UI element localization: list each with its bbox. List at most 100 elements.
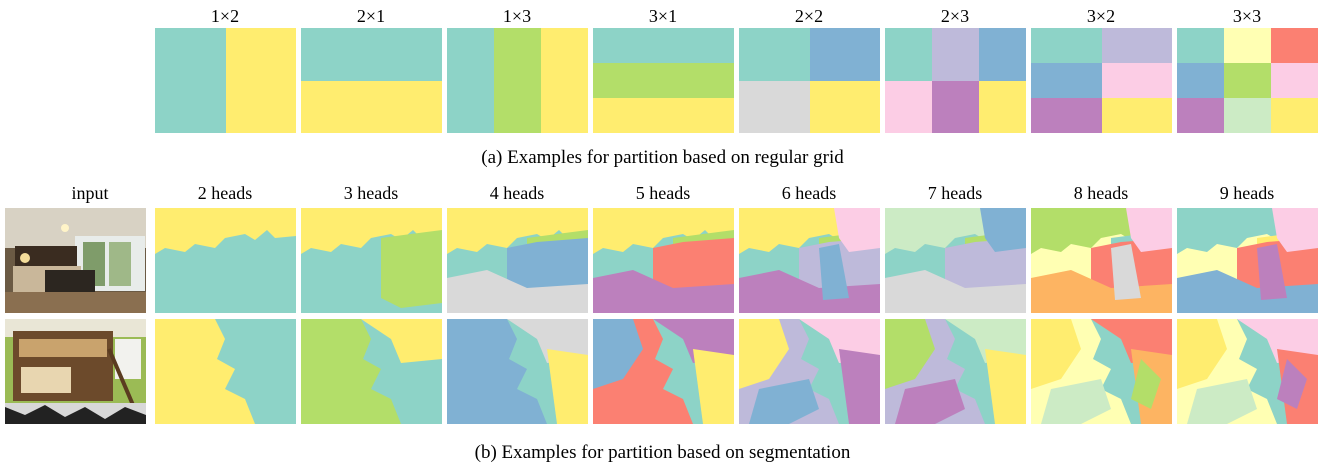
segment-region [799,319,880,363]
row2-segmentation-panel [593,319,734,424]
segment-region [885,319,935,389]
grid-cell [885,28,932,81]
segment-region [945,319,1026,363]
segment-region [1177,270,1318,313]
heads-label: 9 heads [1219,183,1275,203]
segment-region [1237,319,1318,363]
heads-label: 8 heads [1073,183,1129,203]
grid-cell [1101,63,1172,98]
segment-region [507,319,588,363]
heads-label: 3 heads [343,183,399,203]
heads-label: 7 heads [927,183,983,203]
row1-segmentation-panel [885,208,1026,313]
segment-region [980,208,1026,252]
grid-cell [885,80,932,133]
grid-panel [447,28,588,133]
segment-region [361,319,442,363]
grid-cell [593,98,734,133]
segment-region [739,270,880,313]
grid-cell [979,80,1026,133]
grid-label: 1×2 [210,6,240,26]
grid-cell [809,80,880,133]
segment-region [834,208,880,252]
segment-region [447,270,588,313]
segment-region [749,379,819,424]
segment-region [447,208,588,254]
grid-label: 2×2 [794,6,824,26]
segment-region [381,230,442,308]
segment-region [895,379,965,424]
grid-cell [1224,28,1271,63]
grid-cell [932,80,979,133]
segment-region [1091,319,1172,363]
bedroom-photo [5,208,146,313]
segment-region [839,349,880,424]
grid-label: 3×3 [1232,6,1262,26]
grid-label: 3×1 [648,6,678,26]
grid-cell [225,28,296,133]
grid-panel [739,28,880,133]
caption-grid: (a) Examples for partition based on regu… [481,147,844,168]
grid-label: 1×3 [502,6,532,26]
row1-segmentation-panel [155,208,296,313]
segment-region [155,208,296,254]
row1-segmentation-panel [301,208,442,313]
grid-label: 2×1 [356,6,386,26]
grid-cell [1177,98,1224,133]
segment-region [547,349,588,424]
grid-panel [593,28,734,133]
grid-cell [932,28,979,81]
grid-cell [447,28,494,133]
grid-cell [1271,63,1318,98]
input-label: input [71,183,109,203]
segment-region [653,319,734,363]
grid-cell [1271,98,1318,133]
segment-region [1177,319,1227,389]
segment-region [301,208,442,254]
grid-cell [1031,63,1102,98]
grid-cell [739,80,810,133]
grid-panel [1031,28,1172,133]
grid-label: 3×2 [1086,6,1116,26]
grid-cell [1224,63,1271,98]
row2-segmentation-panel [739,319,880,424]
grid-cell [301,80,442,133]
segment-region [593,319,643,389]
grid-cell [593,63,734,98]
segment-region [593,208,734,254]
grid-cell [541,28,588,133]
kids-room-photo [5,319,146,424]
segment-region [593,270,734,313]
segment-region [1257,244,1287,300]
grid-label: 2×3 [940,6,970,26]
grid-cell [1031,98,1102,133]
segment-region [301,319,401,424]
heads-label: 4 heads [489,183,545,203]
grid-panel [885,28,1026,133]
row1-segmentation-panel [1177,208,1318,313]
segment-region [819,244,849,300]
row2-segmentation-panel [155,319,296,424]
grid-panel [301,28,442,133]
row1-segmentation-panel [1031,208,1172,313]
segment-region [1187,379,1257,424]
segment-region [1272,208,1318,252]
segment-region [1131,359,1161,409]
segment-region [1126,208,1172,252]
row1-segmentation-panel [593,208,734,313]
grid-cell [739,28,810,81]
grid-cell [809,28,880,81]
row2-segmentation-panel [301,319,442,424]
row2-segmentation-panel [1031,319,1172,424]
grid-panel [1177,28,1318,133]
heads-label: 5 heads [635,183,691,203]
segment-region [1277,359,1307,409]
grid-cell [155,28,226,133]
grid-cell [979,28,1026,81]
segment-region [985,349,1026,424]
grid-cell [1177,28,1224,63]
segment-region [1041,379,1111,424]
row2-segmentation-panel [1177,319,1318,424]
segment-region [1031,270,1172,313]
grid-cell [1031,28,1102,63]
